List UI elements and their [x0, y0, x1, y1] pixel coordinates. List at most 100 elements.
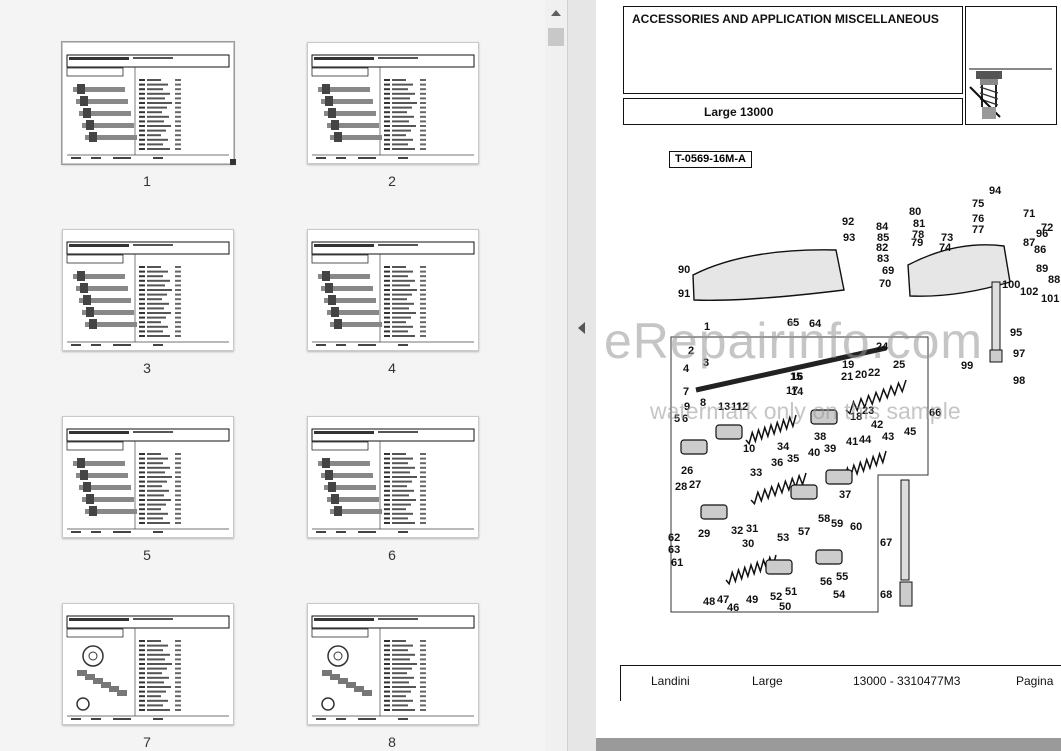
callout-label: 93	[843, 232, 855, 244]
callout-label: 60	[850, 521, 862, 533]
callout-label: 54	[833, 589, 846, 601]
callout-label: 47	[717, 594, 729, 606]
page-thumbnail-8[interactable]	[307, 603, 479, 725]
rocker-arm	[765, 559, 793, 575]
callout-label: 42	[871, 419, 883, 431]
callout-label: 37	[839, 489, 851, 501]
document-page: ACCESSORIES AND APPLICATION MISCELLANEOU…	[596, 0, 1061, 738]
callout-label: 49	[746, 594, 758, 606]
callout-label: 38	[814, 431, 826, 443]
callout-label: 22	[868, 367, 880, 379]
callout-label: 101	[1041, 293, 1059, 305]
rocker-arm	[680, 439, 708, 455]
footer-brand: Landini	[651, 674, 690, 688]
callout-label: 55	[836, 571, 848, 583]
spring-icon	[969, 68, 1052, 119]
pipe-fitting	[989, 349, 1003, 363]
callout-label: 39	[824, 443, 836, 455]
page-thumbnail-6[interactable]	[307, 416, 479, 538]
callout-label: 75	[972, 198, 984, 210]
callout-label: 90	[678, 264, 690, 276]
scrollbar-thumb[interactable]	[548, 28, 564, 46]
callout-label: 45	[904, 426, 916, 438]
callout-label: 44	[859, 434, 872, 446]
callout-label: 67	[880, 537, 892, 549]
footer-series: Large	[752, 674, 783, 688]
watermark-text: eRepairinfo.com	[604, 313, 984, 369]
callout-label: 100	[1002, 279, 1020, 291]
callout-label: 52	[770, 591, 782, 603]
callout-label: 21	[841, 371, 853, 383]
callout-label: 40	[808, 447, 820, 459]
callout-label: 59	[831, 518, 843, 530]
callout-label: 69	[882, 265, 894, 277]
callout-label: 34	[777, 441, 790, 453]
callout-label: 51	[785, 586, 797, 598]
push-rod	[900, 479, 910, 581]
callout-label: 10	[743, 443, 755, 455]
page-thumbnail-1[interactable]	[61, 41, 235, 165]
page-thumbnail-3[interactable]	[62, 229, 234, 351]
oil-pipe	[991, 281, 1001, 353]
callout-label: 41	[846, 436, 858, 448]
callout-label: 88	[1048, 274, 1060, 286]
pane-splitter[interactable]	[567, 0, 597, 751]
callout-label: 36	[771, 457, 783, 469]
rocker-arm	[815, 549, 843, 565]
callout-label: 68	[880, 589, 892, 601]
footer-box	[620, 665, 1061, 701]
callout-label: 29	[698, 528, 710, 540]
valve-cover-right	[907, 244, 1011, 297]
callout-label: 66	[929, 407, 941, 419]
callout-label: 57	[798, 526, 810, 538]
callout-label: 30	[742, 538, 754, 550]
callout-label: 28	[675, 481, 687, 493]
collapse-left-icon[interactable]	[578, 322, 585, 334]
callout-label: 94	[989, 185, 1002, 197]
callout-label: 9	[684, 401, 690, 413]
callout-label: 6	[682, 413, 688, 425]
callout-label: 78	[912, 229, 924, 241]
callout-label: 56	[820, 576, 832, 588]
callout-label: 73	[941, 232, 953, 244]
callout-label: 87	[1023, 237, 1035, 249]
callout-label: 85	[877, 232, 889, 244]
thumbnail-scrollbar[interactable]	[545, 0, 567, 751]
callout-label: 71	[1023, 208, 1035, 220]
callout-label: 62	[668, 532, 680, 544]
page-thumbnail-2[interactable]	[307, 42, 479, 164]
watermark-subtext: watermark only on this sample	[650, 398, 961, 424]
callout-label: 35	[787, 453, 799, 465]
callout-label: 81	[913, 218, 925, 230]
arrow-up-icon[interactable]	[551, 10, 561, 16]
part-image-box	[965, 6, 1057, 125]
thumbnail-page-number: 6	[388, 547, 396, 563]
callout-label: 46	[727, 602, 739, 614]
callout-label: 82	[876, 242, 888, 254]
callout-label: 77	[972, 224, 984, 236]
page-thumbnail-4[interactable]	[307, 229, 479, 351]
spring-coil	[750, 472, 807, 506]
callout-label: 91	[678, 288, 690, 300]
callout-label: 3	[703, 357, 709, 369]
page-view[interactable]: ACCESSORIES AND APPLICATION MISCELLANEOU…	[596, 0, 1061, 751]
callout-label: 32	[731, 525, 743, 537]
spring-coil	[845, 379, 907, 415]
callout-label: 14	[791, 386, 804, 398]
page-thumbnail-7[interactable]	[62, 603, 234, 725]
page-thumbnail-5[interactable]	[62, 416, 234, 538]
callout-label: 5	[674, 413, 680, 425]
callout-label: 2	[688, 345, 694, 357]
callout-label: 61	[671, 557, 683, 569]
callout-label: 13	[718, 401, 730, 413]
thumbnail-page-number: 1	[143, 173, 151, 189]
callout-label: 99	[961, 360, 973, 372]
figure-code: T-0569-16M-A	[669, 151, 752, 168]
callout-label: 76	[972, 213, 984, 225]
thumbnail-page-number: 5	[143, 547, 151, 563]
rocker-arm	[810, 409, 838, 425]
callout-label: 72	[1041, 222, 1053, 234]
callout-label: 12	[736, 401, 748, 413]
